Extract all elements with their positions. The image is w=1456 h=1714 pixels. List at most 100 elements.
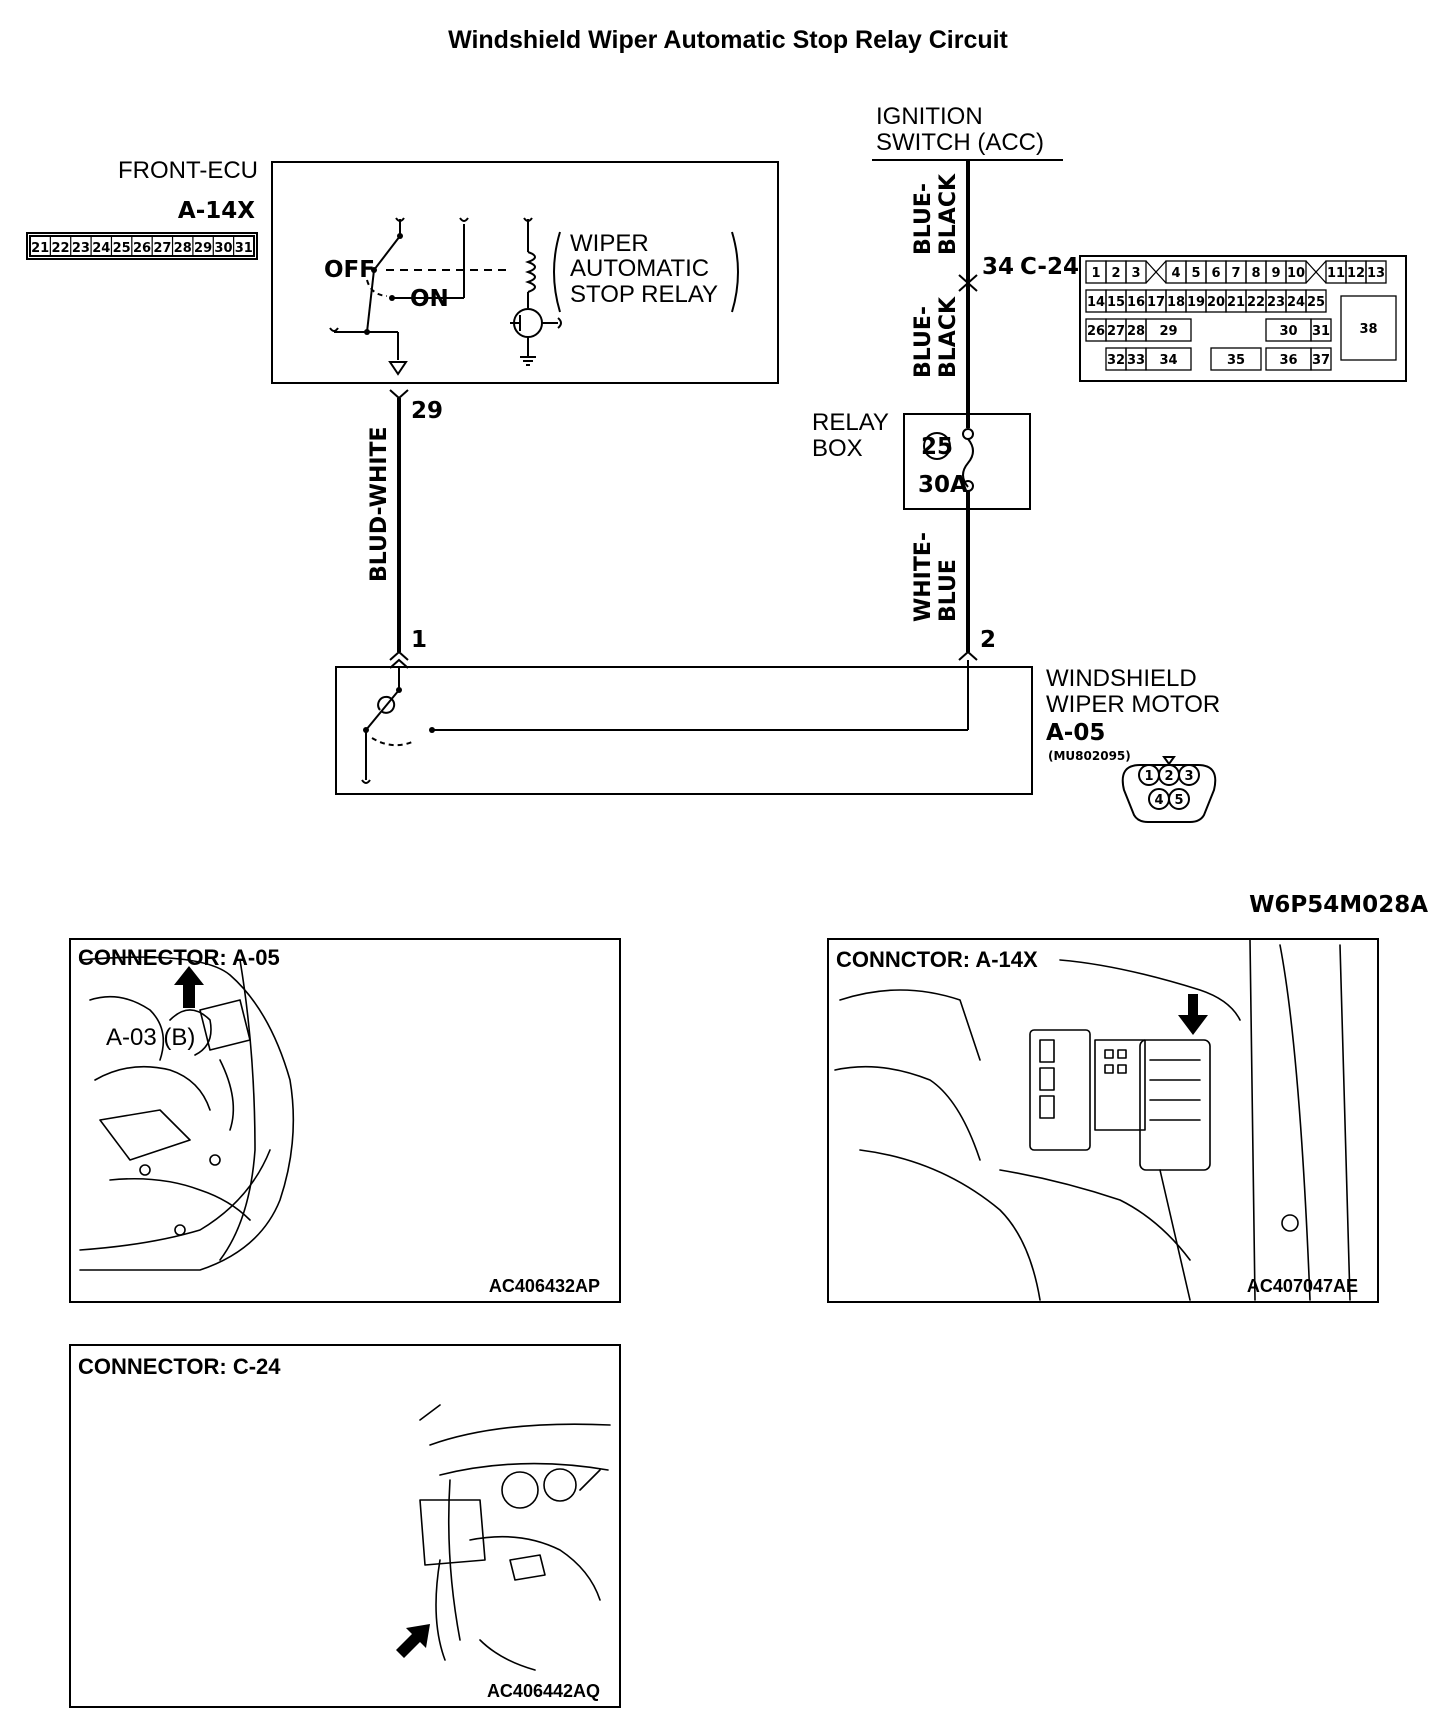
- c24-pin: 34: [1159, 353, 1177, 368]
- dashboard-sketch: [419, 1404, 611, 1671]
- c24-pin: 21: [1227, 295, 1245, 310]
- c24-pin: 22: [1247, 295, 1265, 310]
- c24-pin: 31: [1312, 324, 1330, 339]
- upper-wire-color-2: BLACK: [936, 173, 961, 255]
- a14x-pin: 29: [194, 241, 212, 256]
- lower-wire-color-1: WHITE-: [911, 532, 936, 622]
- a14x-pin: 30: [214, 241, 232, 256]
- photo-a05-code: AC406432AP: [489, 1276, 600, 1296]
- middle-wire-color-2: BLACK: [936, 296, 961, 378]
- ignition-label-line2: SWITCH (ACC): [876, 129, 1044, 156]
- motor-connector-label: A-05: [1046, 720, 1105, 746]
- ecu-internal-switch: [329, 217, 562, 376]
- c24-pin: 20: [1207, 295, 1225, 310]
- photo-a05-callout: A-03 (B): [106, 1024, 195, 1051]
- c24-connector-label: C-24: [1020, 254, 1079, 280]
- motor-pin-2-label: 2: [980, 627, 996, 653]
- c24-pin: 1: [1091, 266, 1100, 281]
- a05-pin-4: 4: [1154, 793, 1163, 808]
- left-wire-color: BLUD-WHITE: [367, 426, 392, 582]
- c24-pin: 23: [1267, 295, 1285, 310]
- motor-pin-2-arrow: [958, 650, 978, 661]
- motor-internal-switch: [361, 658, 969, 784]
- a14x-pin: 21: [31, 241, 49, 256]
- photo-a14x-code: AC407047AE: [1247, 1276, 1358, 1296]
- diagram-code: W6P54M028A: [1249, 892, 1428, 918]
- relay-label-line2: AUTOMATIC: [570, 255, 709, 282]
- a05-connector-face: 1 2 3 4 5: [1121, 756, 1217, 823]
- c24-pin: 9: [1271, 266, 1280, 281]
- diagram-title: Windshield Wiper Automatic Stop Relay Ci…: [448, 26, 1008, 54]
- a05-pin-5: 5: [1174, 793, 1183, 808]
- a05-pin-2: 2: [1164, 769, 1173, 784]
- relay-bracket-right: [731, 231, 739, 313]
- c24-pin: 25: [1307, 295, 1325, 310]
- c24-pin: 26: [1087, 324, 1105, 339]
- a14x-pin: 31: [235, 241, 253, 256]
- photo-c24-title: CONNECTOR: C-24: [78, 1354, 281, 1379]
- c24-pin: 16: [1127, 295, 1145, 310]
- c24-location-arrow: [396, 1624, 430, 1658]
- relay-label-line3: STOP RELAY: [570, 281, 718, 308]
- c24-pin: 17: [1147, 295, 1165, 310]
- motor-label-line1: WINDSHIELD: [1046, 665, 1197, 692]
- ignition-label-line1: IGNITION: [876, 103, 983, 130]
- middle-wire-color-1: BLUE-: [911, 306, 936, 378]
- photo-c24-code: AC406442AQ: [487, 1681, 600, 1701]
- relay-box-label-line1: RELAY: [812, 409, 889, 436]
- c24-pin: 33: [1127, 353, 1145, 368]
- a14x-pin: 25: [113, 241, 131, 256]
- a14x-location-arrow: [1178, 994, 1208, 1035]
- photo-a14x-title: CONNCTOR: A-14X: [836, 947, 1038, 972]
- motor-pin-1-label: 1: [411, 627, 427, 653]
- ecu-pin-29: 29: [411, 398, 443, 424]
- c24-pin: 38: [1359, 322, 1377, 337]
- photo-panel-a05: CONNECTOR: A-05 A-03 (B) AC406432AP: [69, 938, 621, 1303]
- c24-pin: 28: [1127, 324, 1145, 339]
- a05-location-arrow: [174, 966, 204, 1008]
- photo-panel-c24: CONNECTOR: C-24 AC406442AQ: [69, 1344, 621, 1708]
- c24-pin: 3: [1131, 266, 1140, 281]
- photo-panel-a14x: CONNCTOR: A-14X AC407047AE: [827, 938, 1379, 1303]
- front-ecu-label: FRONT-ECU: [118, 157, 258, 184]
- fuse-rating: 30A: [918, 472, 968, 498]
- a05-pin-3: 3: [1184, 769, 1193, 784]
- off-label: OFF: [324, 257, 375, 283]
- c24-pin: 5: [1191, 266, 1200, 281]
- c24-pin: 14: [1087, 295, 1105, 310]
- c24-pin: 32: [1107, 353, 1125, 368]
- motor-part-number: (MU802095): [1048, 749, 1131, 763]
- c24-pin: 27: [1107, 324, 1125, 339]
- c24-pin: 13: [1367, 266, 1385, 281]
- a14x-pin: 27: [153, 241, 171, 256]
- photo-a05-title: CONNECTOR: A-05: [78, 945, 280, 970]
- a14x-pin: 24: [92, 241, 110, 256]
- c24-pin: 12: [1347, 266, 1365, 281]
- c24-pin: 37: [1312, 353, 1330, 368]
- relay-label-line1: WIPER: [570, 230, 649, 257]
- front-ecu-box: [271, 161, 779, 384]
- c24-pin: 35: [1227, 353, 1245, 368]
- front-ecu-connector-label: A-14X: [178, 198, 255, 224]
- wiper-motor-box: [335, 666, 1033, 795]
- relay-bracket-left: [553, 231, 561, 313]
- c24-pin: 2: [1111, 266, 1120, 281]
- upper-wire-color-1: BLUE-: [911, 183, 936, 255]
- c24-pin: 30: [1279, 324, 1297, 339]
- c24-pin: 8: [1251, 266, 1260, 281]
- c24-pin: 6: [1211, 266, 1220, 281]
- c24-pin: 4: [1171, 266, 1180, 281]
- lower-wire-color-2: BLUE: [936, 559, 961, 622]
- a05-pin-1: 1: [1144, 769, 1153, 784]
- a14x-pin: 22: [51, 241, 69, 256]
- c24-pin: 24: [1287, 295, 1305, 310]
- motor-label-line2: WIPER MOTOR: [1046, 691, 1220, 718]
- c24-pin: 19: [1187, 295, 1205, 310]
- a14x-pin: 26: [133, 241, 151, 256]
- relay-box-label-line2: BOX: [812, 435, 863, 462]
- fuse-box-sketch: [834, 939, 1351, 1301]
- c24-pin: 7: [1231, 266, 1240, 281]
